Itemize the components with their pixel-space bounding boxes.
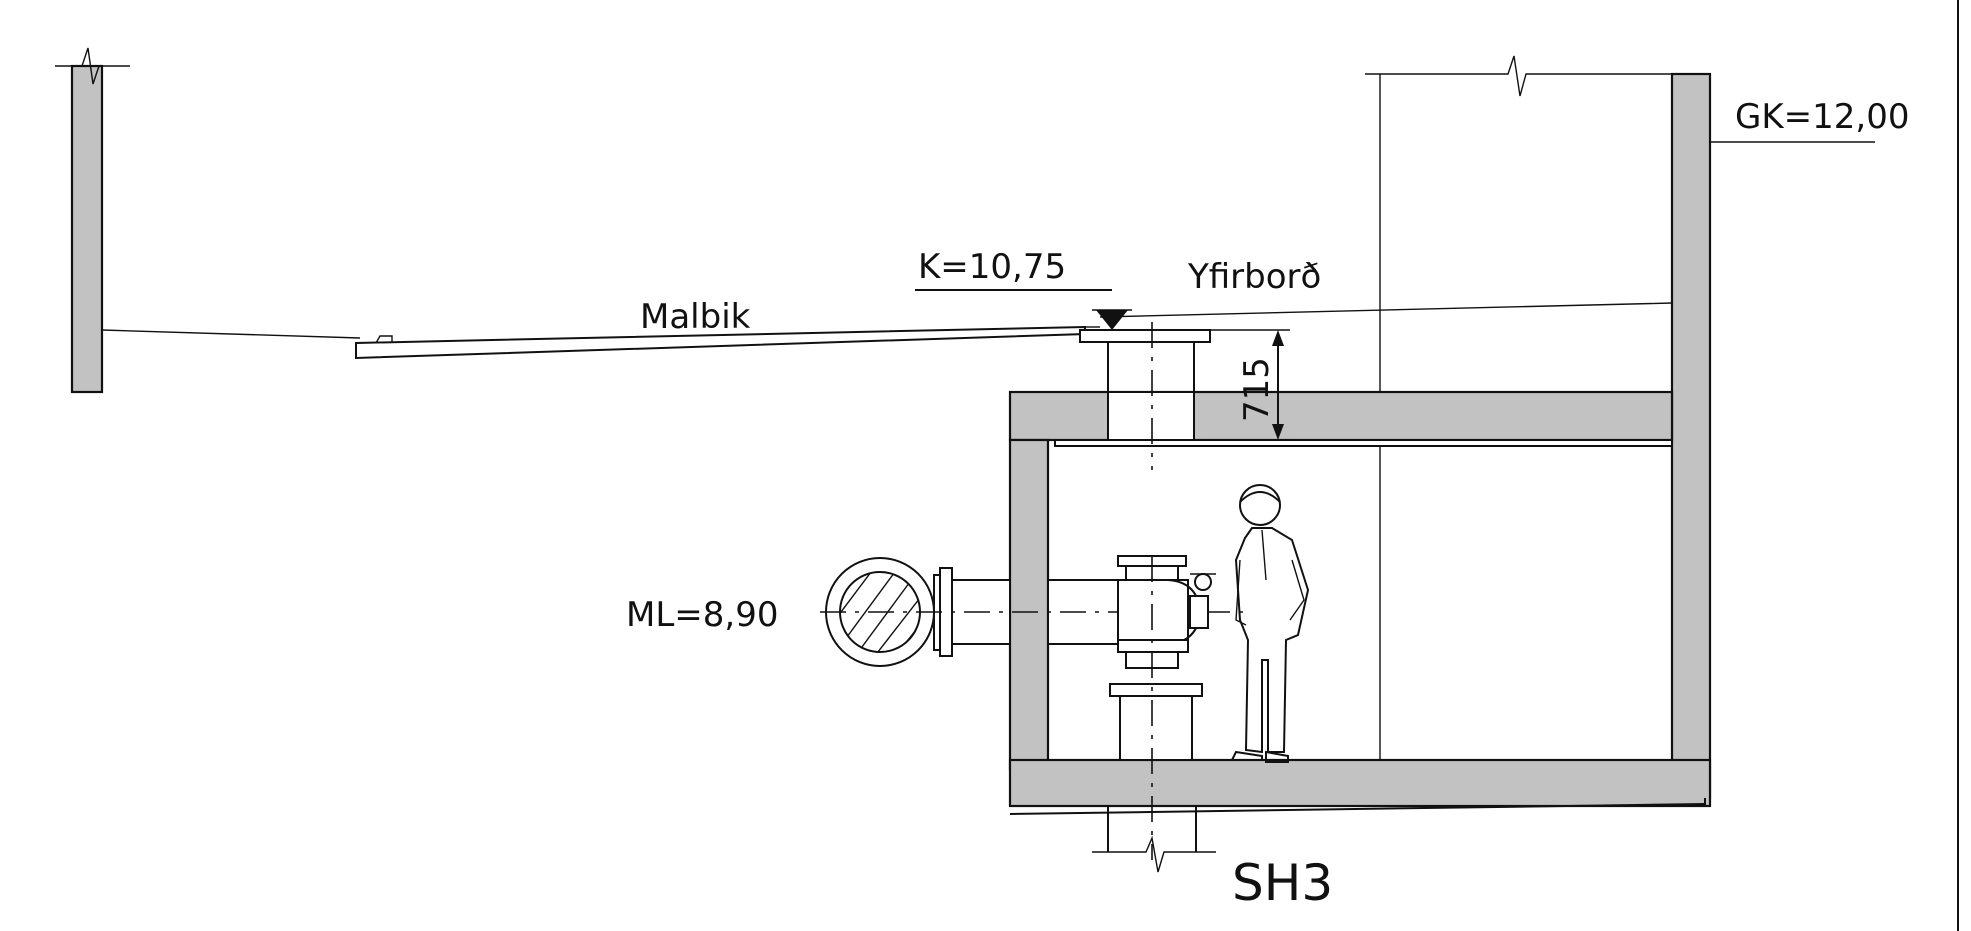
chamber-left-wall bbox=[1008, 438, 1050, 772]
dimension-715 bbox=[1210, 329, 1290, 441]
person-figure-icon bbox=[1230, 484, 1310, 763]
asphalt-label: Malbik bbox=[640, 297, 751, 337]
section-id-label: SH3 bbox=[1232, 854, 1333, 912]
chamber-floor-slab bbox=[1008, 758, 1712, 815]
cover-level-marker bbox=[915, 289, 1132, 330]
right-wall bbox=[1670, 72, 1712, 800]
asphalt-surface bbox=[101, 325, 1100, 360]
ground-level-label: GK=12,00 bbox=[1735, 97, 1909, 137]
dimension-label: 715 bbox=[1237, 357, 1277, 422]
main-pipe-section bbox=[825, 557, 935, 667]
surface-label: Yfirborð bbox=[1187, 257, 1321, 297]
left-wall bbox=[55, 47, 130, 394]
outlet-stub bbox=[1092, 806, 1216, 873]
cover-level-label: K=10,75 bbox=[918, 247, 1066, 287]
surface-line bbox=[1099, 302, 1673, 318]
pipe-level-label: ML=8,90 bbox=[626, 595, 778, 635]
manhole-shaft bbox=[1079, 322, 1211, 470]
valve-assembly bbox=[1109, 555, 1216, 860]
connection-pipe bbox=[820, 567, 1250, 657]
